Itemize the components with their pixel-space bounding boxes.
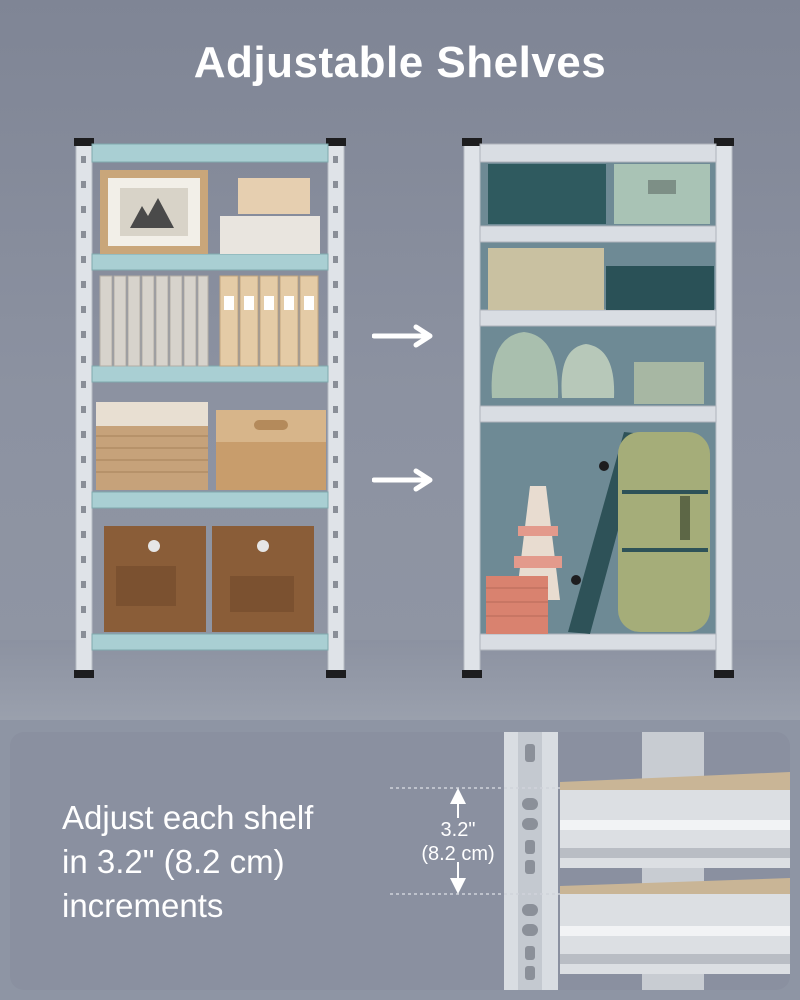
caption-line: in 3.2" (8.2 cm) <box>62 843 285 880</box>
arrow-right-icon <box>372 468 433 492</box>
increment-caption: Adjust each shelf in 3.2" (8.2 cm) incre… <box>62 796 392 928</box>
caption-line: increments <box>62 887 224 924</box>
detail-panel: Adjust each shelf in 3.2" (8.2 cm) incre… <box>10 732 790 990</box>
arrow-right-icon <box>372 324 433 348</box>
page-title: Adjustable Shelves <box>193 38 607 87</box>
dimension-cm: (8.2 cm) <box>421 843 494 865</box>
right-shelving-unit <box>462 138 734 678</box>
floor <box>0 640 800 720</box>
shelf-closeup: 3.2" (8.2 cm) <box>390 732 790 990</box>
dimension-inches: 3.2" <box>441 819 476 841</box>
left-shelving-unit <box>74 138 346 678</box>
caption-line: Adjust each shelf <box>62 799 314 836</box>
